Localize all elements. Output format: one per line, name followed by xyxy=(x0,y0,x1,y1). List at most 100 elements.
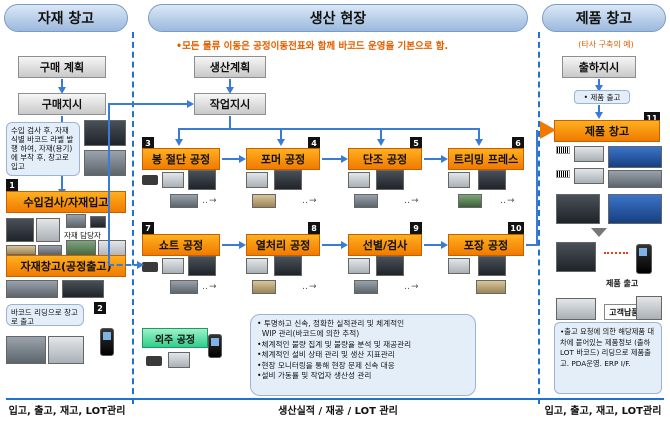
monitor-photo xyxy=(348,172,370,188)
center-footer: 생산실적 / 재공 / LOT 관리 xyxy=(278,406,398,417)
arrow-right xyxy=(222,241,246,249)
monitor-photo xyxy=(162,172,184,188)
product-out-note: • 제품 출고 xyxy=(574,90,630,104)
arrow-down xyxy=(226,79,234,94)
monitor-photo xyxy=(448,172,470,188)
process-box: 쇼트 공정 xyxy=(142,234,220,256)
parts-photo xyxy=(354,280,378,294)
machine-photo xyxy=(478,256,506,276)
header-material-warehouse: 자재 창고 xyxy=(4,4,128,32)
loading-photo xyxy=(556,298,596,320)
cart-photo xyxy=(574,146,604,162)
purchase-plan-box: 구매 계획 xyxy=(18,56,106,78)
material-photo xyxy=(38,245,62,255)
divider-left xyxy=(132,32,134,404)
pda-icon xyxy=(100,328,114,356)
step-number-badge: 1 xyxy=(6,179,18,191)
header-product-warehouse: 제품 창고 xyxy=(542,4,666,32)
parts-photo xyxy=(252,280,276,294)
monitor-photo xyxy=(348,258,370,274)
coil-photo xyxy=(84,150,126,176)
parts-photo xyxy=(170,194,198,208)
benefits-box: • 투명하고 신속, 정확한 실적관리 및 체계적인 WIP 관리(바코드에 의… xyxy=(250,314,476,396)
right-footer: 입고, 출고, 재고, LOT관리 xyxy=(544,406,662,417)
material-photo xyxy=(6,245,36,255)
parts-photo xyxy=(354,194,378,208)
parts-photo xyxy=(556,242,596,272)
step-number-badge: 5 xyxy=(410,137,422,149)
warehouse-photo xyxy=(62,280,104,298)
process-box: 포머 공정 xyxy=(246,148,320,170)
right-subtitle: (타사 구축의 예) xyxy=(578,40,634,49)
person-label: 자재 담당자 xyxy=(64,231,101,240)
flow-dots: ‥→ xyxy=(404,196,420,206)
barcode-icon xyxy=(556,170,570,178)
header-production-site: 생산 현장 xyxy=(148,4,528,32)
arrow-right xyxy=(424,241,448,249)
arrow-down xyxy=(58,79,66,94)
flow-dots: ‥→ xyxy=(202,196,218,206)
arrow-down xyxy=(377,128,385,146)
arrow-down xyxy=(595,79,603,92)
arrow-down xyxy=(595,105,603,119)
arrow-down xyxy=(591,228,607,237)
parts-photo xyxy=(458,194,482,208)
machine-photo xyxy=(376,170,404,190)
arrow-right xyxy=(222,155,246,163)
material-photo xyxy=(6,218,34,242)
monitor-photo xyxy=(246,172,268,188)
monitor-photo xyxy=(246,258,268,274)
machine-photo xyxy=(478,170,506,190)
product-warehouse-box: 제품 창고 xyxy=(554,120,660,142)
step-number-badge: 10 xyxy=(508,222,524,234)
pda-icon xyxy=(208,334,222,358)
left-footer: 입고, 출고, 재고, LOT관리 xyxy=(8,406,126,417)
process-box: 단조 공정 xyxy=(348,148,422,170)
process-box: 열처리 공정 xyxy=(246,234,320,256)
machine-photo xyxy=(274,170,302,190)
arrow-down xyxy=(175,128,183,146)
step-number-badge: 8 xyxy=(308,222,320,234)
parts-photo xyxy=(556,194,600,224)
barcode-icon xyxy=(556,146,570,154)
coil-photo xyxy=(84,120,126,146)
warehouse-photo xyxy=(6,280,58,298)
footer-line xyxy=(6,398,664,400)
process-box: 트리밍 프레스 xyxy=(448,148,524,170)
inspection-note: 수입 검사 후, 자재식별 바코드 라벨 발행 하여, 자재(용기)에 부착 후… xyxy=(6,122,80,176)
purchase-order-box: 구매지시 xyxy=(18,93,106,115)
coil-photo xyxy=(48,336,84,364)
truck-icon xyxy=(636,296,662,320)
process-box: 선별/검사 xyxy=(348,234,422,256)
label-photo xyxy=(36,218,60,242)
arrow-down xyxy=(277,128,285,146)
connector-line xyxy=(229,116,231,128)
arrow-down xyxy=(475,128,483,146)
monitor-photo xyxy=(168,352,190,368)
process-box: 포장 공정 xyxy=(448,234,524,256)
shipping-order-box: 출하지시 xyxy=(562,56,636,78)
coil-photo xyxy=(6,336,46,364)
flow-dots: ‥→ xyxy=(404,282,420,292)
arrow-right xyxy=(108,261,144,269)
scanner-icon xyxy=(142,262,158,272)
product-bins-photo xyxy=(608,170,662,188)
divider-right xyxy=(538,32,540,404)
warehouse-outgoing-box: 자재창고(공정출고) xyxy=(6,255,126,277)
machine-photo xyxy=(188,256,216,276)
monitor-photo xyxy=(448,258,470,274)
box-photo xyxy=(476,280,506,294)
parts-photo xyxy=(170,280,198,294)
monitor-photo xyxy=(162,258,184,274)
flow-dots: ‥→ xyxy=(302,282,318,292)
arrow-right xyxy=(540,121,556,139)
flow-dots: ‥→ xyxy=(302,196,318,206)
connector-line xyxy=(178,128,478,130)
incoming-inspection-box: 수입검사/자재입고 xyxy=(6,191,126,213)
scanner-icon xyxy=(146,356,162,366)
flow-dots: ‥→ xyxy=(202,282,218,292)
connector-line xyxy=(526,244,538,246)
flow-dots: ‥→ xyxy=(500,196,516,206)
machine-photo xyxy=(376,256,404,276)
step-number-badge: 7 xyxy=(142,222,154,234)
